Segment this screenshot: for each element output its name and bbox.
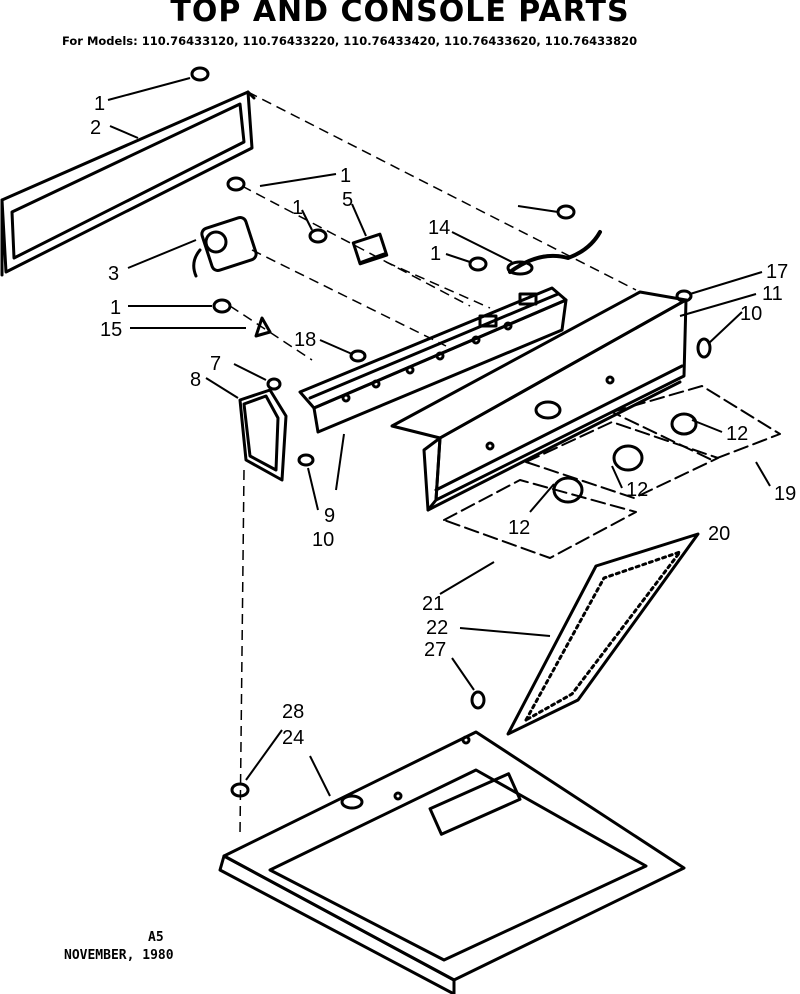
page-date: NOVEMBER, 1980	[64, 948, 174, 963]
part-label: 1	[430, 243, 441, 265]
part-label: 12	[726, 423, 748, 445]
part-label: 19	[774, 483, 796, 505]
console-bracket-part	[298, 286, 568, 434]
part-label: 1	[94, 93, 105, 115]
part-label: 2	[90, 117, 101, 139]
part-label: 12	[626, 479, 648, 501]
top-part	[218, 730, 686, 994]
knob-panel-parts	[443, 385, 781, 559]
switch-part	[351, 232, 389, 266]
part-label: 17	[766, 261, 788, 283]
part-label: 5	[342, 189, 353, 211]
page-code: A5	[148, 930, 164, 945]
part-label: 12	[508, 517, 530, 539]
part-label: 22	[426, 617, 448, 639]
part-label: 10	[740, 303, 762, 325]
part-label: 27	[424, 639, 446, 661]
part-label: 1	[340, 165, 351, 187]
part-label: 18	[294, 329, 316, 351]
part-label: 9	[324, 505, 335, 527]
lint-filter-part	[506, 532, 700, 736]
part-label: 11	[762, 283, 783, 305]
part-label: 20	[708, 523, 730, 545]
end-cap-part	[238, 388, 288, 482]
part-label: 24	[282, 727, 304, 749]
diagram-title: TOP AND CONSOLE PARTS	[170, 0, 630, 29]
rear-panel-part	[0, 90, 256, 277]
part-label: 3	[108, 263, 119, 285]
part-number-labels: 1 2 1 5 1 14 1 3 1 15 18 7 8 9 10 17 11 …	[90, 93, 796, 749]
part-label: 7	[210, 353, 221, 375]
part-label: 28	[282, 701, 304, 723]
leader-lines	[107, 77, 771, 797]
part-label: 10	[312, 529, 334, 551]
part-label: 15	[100, 319, 122, 341]
part-label: 1	[292, 197, 303, 219]
console-part	[390, 290, 688, 512]
part-label: 8	[190, 369, 201, 391]
alignment-lines	[229, 91, 637, 835]
models-line: For Models: 110.76433120, 110.76433220, …	[62, 34, 638, 48]
screw-parts	[190, 66, 712, 798]
wire-harness-part	[506, 230, 602, 276]
part-label: 1	[110, 297, 121, 319]
part-label: 14	[428, 217, 450, 239]
timer-part	[192, 216, 258, 278]
part-label: 21	[422, 593, 444, 615]
